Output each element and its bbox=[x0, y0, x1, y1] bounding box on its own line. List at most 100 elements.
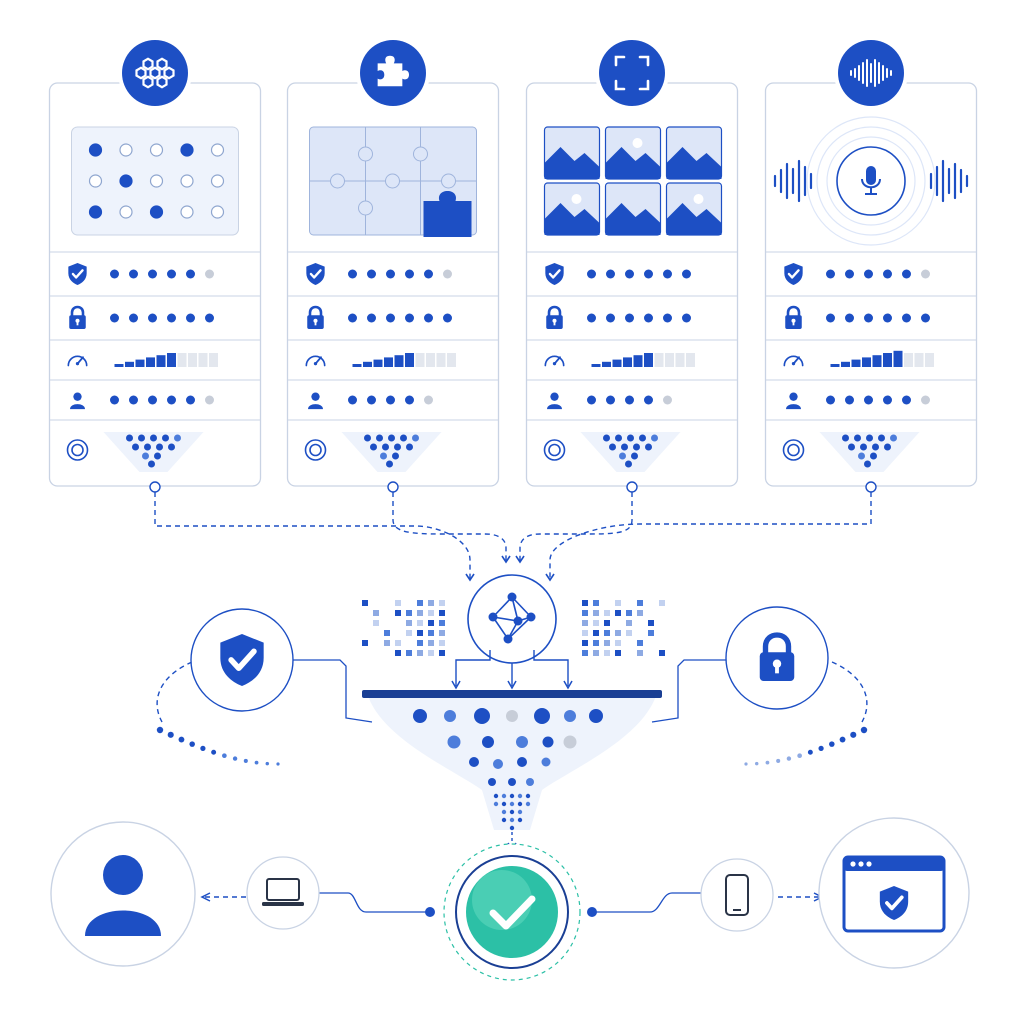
funnel-dot bbox=[878, 434, 885, 442]
phone-connector bbox=[596, 892, 702, 913]
data-pixel bbox=[428, 620, 434, 626]
rating-dot bbox=[921, 313, 930, 323]
metric-row bbox=[66, 432, 204, 472]
data-pixel bbox=[428, 650, 434, 656]
funnel-dot bbox=[364, 434, 371, 442]
data-pixel bbox=[406, 630, 412, 636]
funnel-particle bbox=[447, 735, 461, 749]
rating-dot bbox=[587, 269, 596, 279]
funnel-dot bbox=[400, 434, 407, 442]
metric-row bbox=[783, 350, 934, 367]
card-header-badge bbox=[834, 36, 908, 110]
laptop-node[interactable] bbox=[246, 856, 320, 930]
user-icon bbox=[85, 855, 161, 936]
metric-row bbox=[785, 305, 930, 329]
card-panel-dot-grid bbox=[71, 126, 239, 236]
left-node-connector bbox=[293, 659, 373, 723]
rating-dot bbox=[883, 269, 892, 279]
data-pixel bbox=[582, 640, 588, 646]
card-connector bbox=[519, 492, 633, 562]
rating-dot bbox=[625, 395, 634, 405]
data-pixel bbox=[604, 640, 610, 646]
padlock-icon bbox=[307, 305, 324, 329]
auth-method-card-2 bbox=[286, 36, 500, 493]
strength-bar bbox=[862, 357, 871, 367]
data-pixel bbox=[626, 630, 632, 636]
laptop-icon bbox=[262, 878, 304, 906]
funnel-dot bbox=[142, 452, 149, 460]
shield-check-icon bbox=[545, 263, 564, 285]
strength-bar bbox=[925, 353, 934, 367]
data-pixel bbox=[593, 600, 599, 606]
data-pixel bbox=[582, 650, 588, 656]
data-pixel bbox=[593, 620, 599, 626]
strength-bar bbox=[872, 355, 882, 367]
rating-dot bbox=[386, 395, 395, 405]
funnel-particle bbox=[508, 778, 516, 786]
metric-row bbox=[306, 263, 452, 285]
data-pixel bbox=[417, 620, 423, 626]
funnel-dot bbox=[388, 434, 395, 442]
funnel-particle bbox=[564, 710, 576, 722]
data-pixel bbox=[439, 650, 445, 656]
rating-dot bbox=[587, 313, 596, 323]
smartphone-node[interactable] bbox=[700, 858, 774, 932]
funnel-dot bbox=[872, 443, 879, 451]
data-pixel bbox=[439, 640, 445, 646]
funnel-dot bbox=[619, 452, 626, 460]
strength-bar bbox=[146, 357, 155, 367]
data-pixel bbox=[362, 640, 368, 646]
data-pixel bbox=[659, 600, 665, 606]
rating-dot bbox=[587, 395, 596, 405]
strength-bar bbox=[602, 361, 611, 367]
card-frame bbox=[764, 82, 978, 487]
data-pixel bbox=[626, 610, 632, 616]
rating-dot bbox=[663, 395, 672, 405]
data-pixel bbox=[582, 620, 588, 626]
rating-dot bbox=[110, 395, 119, 405]
auth-method-card-1 bbox=[48, 36, 262, 493]
right-node-connector bbox=[651, 659, 728, 723]
pattern-dot bbox=[149, 174, 164, 188]
data-pixel bbox=[417, 650, 423, 656]
funnel-particle bbox=[493, 759, 503, 769]
metric-row bbox=[70, 392, 214, 410]
funnel-dot bbox=[870, 452, 877, 460]
data-pixel bbox=[395, 640, 401, 646]
strength-bar bbox=[893, 350, 903, 367]
data-pixel bbox=[428, 640, 434, 646]
strength-bar bbox=[384, 357, 393, 367]
card-output-port bbox=[865, 481, 877, 493]
rating-dot bbox=[443, 269, 452, 279]
pattern-dot bbox=[210, 143, 225, 157]
funnel-dot bbox=[150, 434, 157, 442]
rating-dot bbox=[606, 395, 615, 405]
main-funnel bbox=[362, 690, 662, 831]
target-icon bbox=[543, 439, 566, 461]
card-connector bbox=[154, 492, 471, 580]
pattern-dot bbox=[88, 174, 103, 188]
rating-dot bbox=[864, 395, 873, 405]
data-pixel bbox=[417, 640, 423, 646]
funnel-particle bbox=[474, 708, 490, 724]
funnel-dot bbox=[162, 434, 169, 442]
pattern-dot bbox=[119, 205, 133, 219]
funnel-dot bbox=[842, 434, 849, 442]
funnel-dot bbox=[860, 443, 867, 451]
data-pixel bbox=[384, 640, 390, 646]
funnel-dot bbox=[406, 443, 413, 451]
funnel-dot bbox=[154, 452, 161, 460]
image-tile bbox=[604, 126, 662, 180]
funnel-dot bbox=[609, 443, 616, 451]
card-header-badge bbox=[595, 36, 669, 110]
data-pixel bbox=[593, 650, 599, 656]
strength-bar bbox=[363, 361, 372, 367]
strength-bar bbox=[167, 353, 176, 367]
rating-dot bbox=[864, 269, 873, 279]
rating-dot bbox=[921, 395, 930, 405]
strength-bar bbox=[352, 364, 362, 367]
rating-dot bbox=[205, 313, 214, 323]
data-pixel bbox=[417, 630, 423, 636]
metric-row bbox=[784, 263, 930, 285]
data-pixel bbox=[395, 610, 401, 616]
